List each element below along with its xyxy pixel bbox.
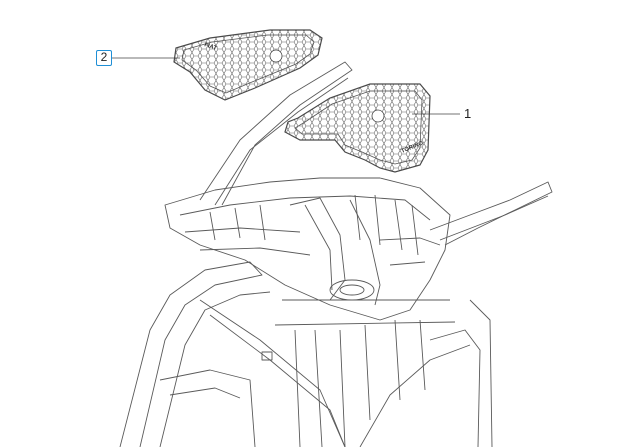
callout-2[interactable]: 2 (96, 50, 112, 66)
vehicle-body-shell (119, 61, 553, 447)
floor-mat-rear[interactable]: FIAT (173, 29, 323, 101)
mat-brand-rear: FIAT (203, 42, 217, 52)
callout-1[interactable]: 1 (464, 106, 472, 121)
floor-mat-front[interactable]: TORINO (284, 83, 431, 173)
